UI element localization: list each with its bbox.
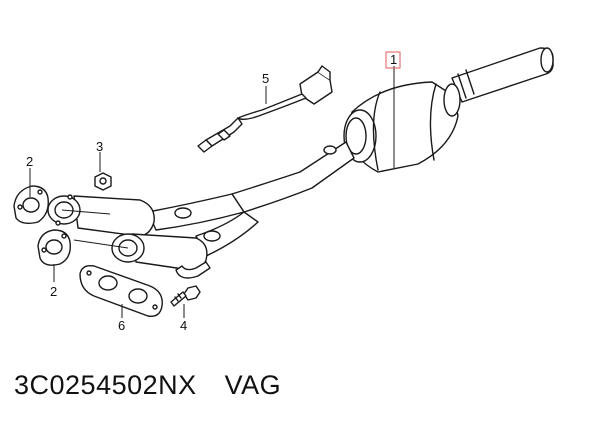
converter-seam: [372, 91, 381, 171]
double-gasket-plate: [79, 264, 163, 317]
double-gasket-port-b: [128, 288, 148, 304]
gasket-upper-bolt-b: [37, 189, 43, 195]
exhaust-assembly-diagram: 1 5 3 2 2 6 4: [13, 47, 554, 333]
double-gasket-bolt-a: [86, 270, 92, 276]
gasket-lower-hole: [45, 239, 63, 255]
upper-downpipe: [73, 195, 155, 237]
oxygen-sensor-tip: [197, 139, 213, 153]
upper-flange-bolt-hole-b: [55, 220, 61, 226]
y-pipe-lower-branch: [195, 211, 259, 257]
converter-outlet: [443, 83, 461, 117]
upper-clamp: [174, 207, 192, 219]
nut-bore: [99, 177, 107, 185]
bolt-thread: [174, 293, 182, 302]
callout-4: 4: [180, 318, 187, 333]
converter-inlet-face: [345, 117, 367, 155]
callout-5: 5: [262, 71, 269, 86]
gasket-upper-bolt-a: [17, 204, 23, 210]
bolt-head: [183, 285, 201, 301]
bolt-shank: [170, 291, 187, 307]
tail-pipe-outlet: [540, 47, 554, 73]
leader-line-pipe-a: [61, 209, 111, 215]
gasket-lower-bolt-a: [41, 247, 47, 253]
callout-2-lower: 2: [50, 284, 57, 299]
oxygen-sensor-hex: [217, 129, 231, 141]
double-gasket-port-a: [98, 275, 118, 291]
callout-6: 6: [118, 318, 125, 333]
lower-clamp: [203, 230, 221, 242]
bracket-tube: [175, 261, 211, 279]
callout-1: 1: [390, 52, 397, 67]
brand-label: VAG: [224, 370, 282, 400]
oxygen-sensor-connector-pin: [317, 65, 331, 81]
intermediate-pipe: [231, 141, 355, 213]
callout-3: 3: [96, 139, 103, 154]
gasket-lower-bolt-b: [61, 233, 67, 239]
double-gasket-bolt-b: [152, 304, 158, 310]
converter-seam-2: [429, 83, 437, 161]
upper-flange-bolt-hole-a: [67, 194, 73, 200]
callout-2-upper: 2: [26, 154, 33, 169]
callout-1-highlight: [385, 51, 401, 69]
oxygen-sensor-cable: [237, 93, 307, 121]
leader-line-pipe-b: [73, 239, 129, 249]
gasket-upper-hole: [22, 197, 40, 213]
tail-pipe-ring: [457, 73, 467, 99]
part-number: 3C0254502NX: [14, 370, 197, 400]
sensor-boss: [323, 145, 337, 155]
part-number-caption: 3C0254502NX VAG: [14, 370, 281, 401]
tail-pipe-ring-2: [465, 69, 475, 95]
